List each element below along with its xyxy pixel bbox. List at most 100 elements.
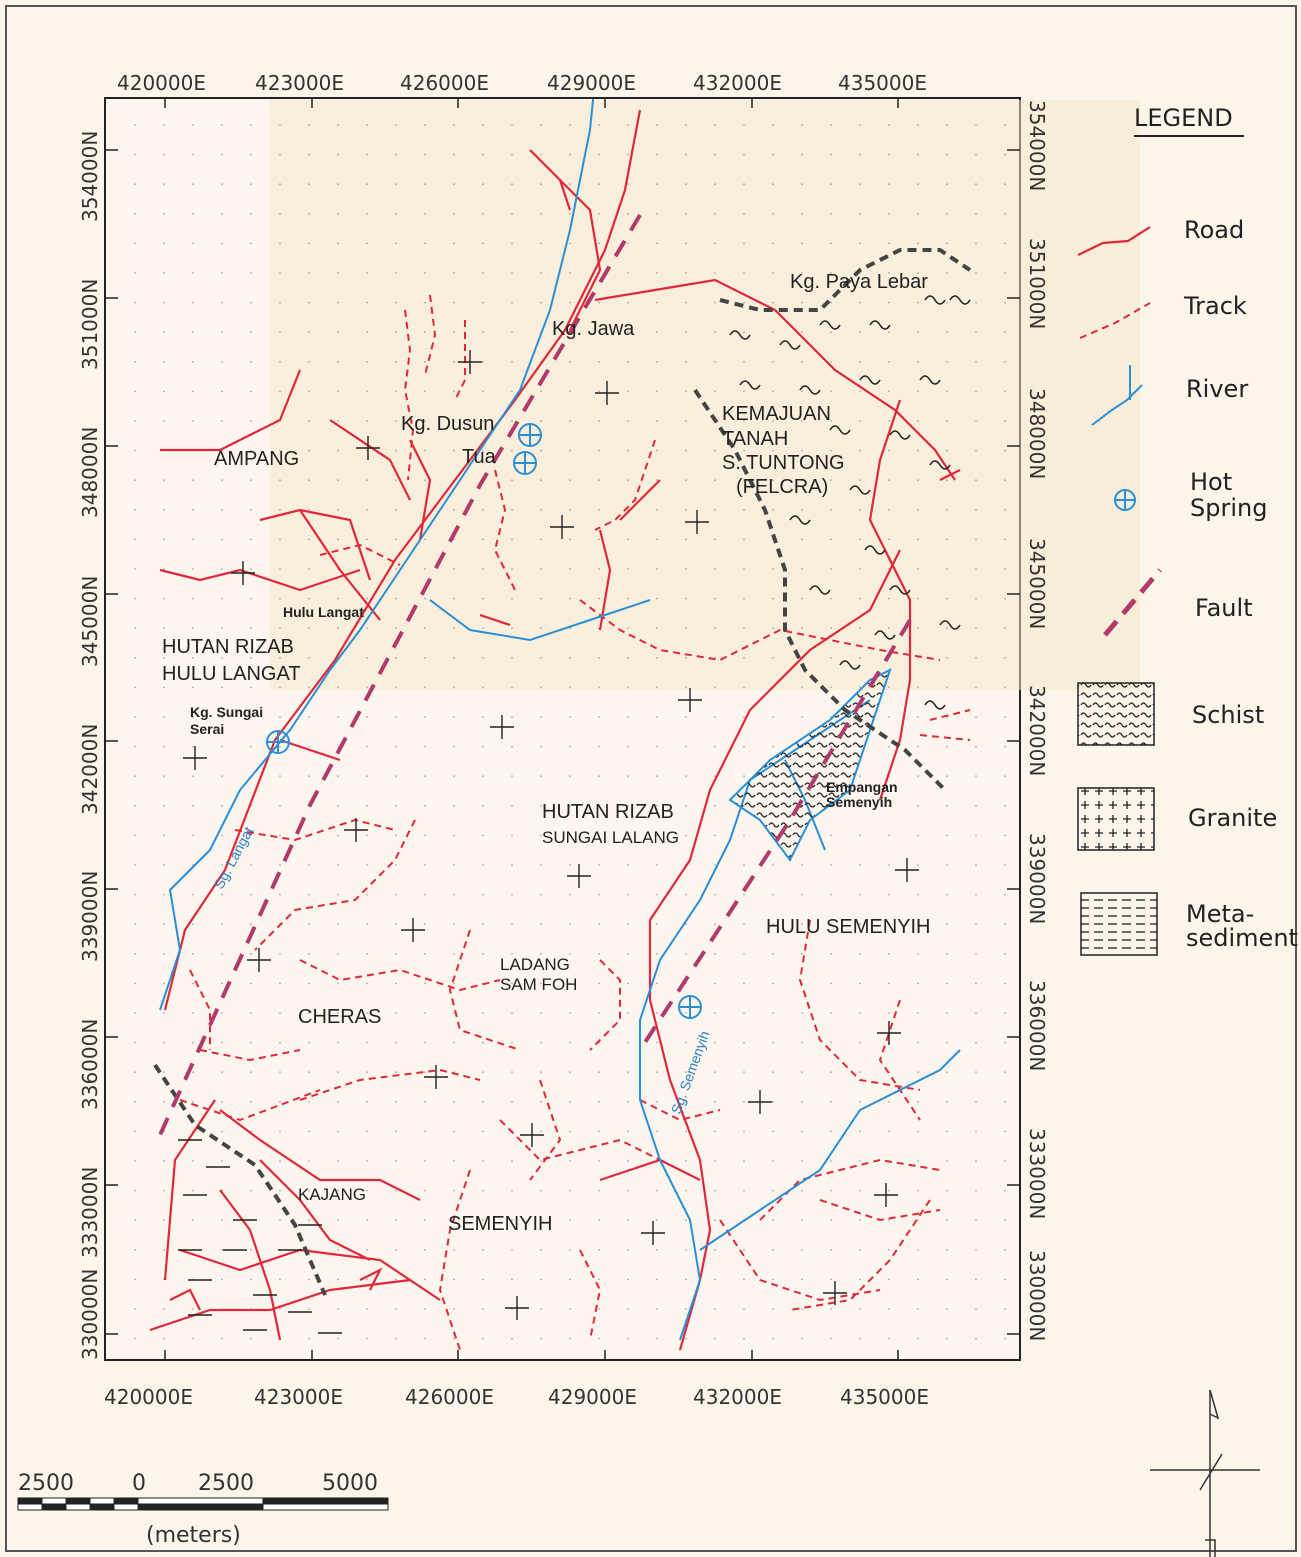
label-sungai-lalang: SUNGAI LALANG bbox=[542, 828, 679, 847]
scale-unit: (meters) bbox=[146, 1523, 241, 1548]
roads bbox=[149, 109, 961, 1351]
road-path bbox=[159, 568, 361, 592]
easting-bottom-2: 423000E bbox=[254, 1385, 343, 1409]
northing-left-2: 351000N bbox=[78, 279, 102, 370]
northing-left-9: 330000N bbox=[78, 1269, 102, 1360]
north-arrow-icon bbox=[1150, 1389, 1260, 1557]
scale-bar-blocks bbox=[17, 1497, 389, 1511]
road-path bbox=[259, 1159, 371, 1261]
hot-springs bbox=[266, 423, 702, 1019]
legend-hot-spring-icon bbox=[1114, 489, 1136, 511]
hot-spring-icon bbox=[513, 451, 537, 475]
track-path bbox=[424, 294, 437, 376]
easting-bottom-3: 426000E bbox=[405, 1385, 494, 1409]
label-kajang: KAJANG bbox=[298, 1185, 366, 1204]
label-hulu-langat: HULU LANGAT bbox=[162, 663, 301, 685]
grid-ticks bbox=[105, 98, 1020, 1360]
easting-bottom-1: 420000E bbox=[104, 1385, 193, 1409]
label-empangan: Empangan bbox=[826, 779, 898, 795]
track-path bbox=[403, 309, 415, 481]
northing-right-7: 336000N bbox=[1025, 980, 1049, 1071]
place-labels: Kg. Paya Lebar Kg. Jawa Kg. Dusun Tua AM… bbox=[162, 271, 930, 1235]
road-path bbox=[279, 738, 341, 762]
legend-track-label: Track bbox=[1183, 292, 1247, 320]
hot-spring-icon bbox=[678, 995, 702, 1019]
label-ampang: AMPANG bbox=[214, 448, 299, 470]
fault-path bbox=[158, 213, 642, 1136]
boundary-path bbox=[153, 1063, 327, 1296]
legend-sediment-label: sediment bbox=[1186, 924, 1298, 952]
label-cheras: CHERAS bbox=[298, 1006, 381, 1028]
road-path bbox=[163, 1099, 216, 1281]
legend-fault-symbol bbox=[1103, 568, 1162, 637]
label-kg-sungai: Kg. Sungai bbox=[190, 704, 263, 720]
label-serai: Serai bbox=[190, 721, 224, 737]
road-path bbox=[329, 419, 411, 501]
track-path bbox=[759, 1158, 941, 1221]
river-sg-langat bbox=[159, 99, 595, 1011]
tracks bbox=[179, 294, 971, 1351]
easting-bottom-6: 435000E bbox=[840, 1385, 929, 1409]
easting-top-3: 426000E bbox=[400, 71, 489, 95]
northing-left-1: 354000N bbox=[78, 131, 102, 222]
scale-label-0: 0 bbox=[132, 1471, 146, 1496]
northing-right-4: 345000N bbox=[1025, 538, 1049, 629]
rivers bbox=[159, 99, 961, 1341]
northing-left-8: 333000N bbox=[78, 1167, 102, 1258]
legend-road-symbol bbox=[1077, 226, 1151, 256]
track-path bbox=[234, 818, 396, 842]
legend-hot-label: Hot bbox=[1190, 468, 1232, 496]
legend-track-symbol bbox=[1079, 302, 1151, 339]
track-path bbox=[493, 469, 516, 591]
label-kg-paya-lebar: Kg. Paya Lebar bbox=[790, 271, 928, 293]
northing-right-1: 354000N bbox=[1025, 100, 1049, 191]
track-path bbox=[919, 734, 971, 741]
granite-symbols bbox=[183, 350, 919, 1320]
label-semenyih: SEMENYIH bbox=[448, 1213, 552, 1235]
road-path bbox=[939, 469, 961, 481]
empangan-semenyih-reservoir bbox=[728, 668, 892, 862]
northing-right-3: 348000N bbox=[1025, 388, 1049, 479]
label-hutan-rizab-2: HUTAN RIZAB bbox=[542, 801, 674, 823]
road-path bbox=[868, 399, 912, 801]
legend-road-label: Road bbox=[1184, 216, 1244, 244]
road-path bbox=[160, 369, 302, 452]
fault-path bbox=[638, 618, 912, 1052]
label-tanah: TANAH bbox=[722, 428, 788, 450]
legend-spring-label: Spring bbox=[1190, 494, 1267, 522]
road-path bbox=[299, 509, 381, 621]
legend-granite-symbol bbox=[1077, 787, 1155, 851]
legend-river-symbol bbox=[1091, 365, 1143, 426]
easting-top-5: 432000E bbox=[693, 71, 782, 95]
road-path bbox=[259, 508, 372, 581]
label-kg-dusun: Kg. Dusun bbox=[401, 413, 494, 435]
track-path bbox=[589, 959, 621, 1051]
outer-frame bbox=[5, 5, 1297, 1552]
track-path bbox=[454, 320, 466, 401]
track-path bbox=[529, 1079, 562, 1181]
legend-schist-label: Schist bbox=[1192, 701, 1264, 729]
track-path bbox=[798, 919, 921, 1091]
river-path bbox=[429, 599, 651, 642]
track-path bbox=[499, 1119, 661, 1162]
northing-left-6: 339000N bbox=[78, 871, 102, 962]
faults bbox=[158, 213, 912, 1136]
geological-boundaries bbox=[153, 248, 972, 1296]
coordinate-labels: 420000E 423000E 426000E 429000E 432000E … bbox=[78, 71, 1049, 1409]
easting-top-2: 423000E bbox=[255, 71, 344, 95]
label-s-tuntong: S. TUNTONG bbox=[722, 452, 845, 474]
scale-label-5000: 5000 bbox=[322, 1471, 378, 1496]
label-felcra: (FELCRA) bbox=[736, 476, 828, 498]
track-path bbox=[639, 1099, 721, 1122]
track-path bbox=[579, 599, 941, 662]
track-path bbox=[579, 1249, 602, 1341]
hot-spring-icon bbox=[266, 730, 290, 754]
legend: LEGEND Road Track River Hot Spring Fault… bbox=[1077, 104, 1298, 956]
northing-right-2: 351000N bbox=[1025, 238, 1049, 329]
northing-left-3: 348000N bbox=[78, 427, 102, 518]
road-path bbox=[558, 179, 572, 211]
track-path bbox=[189, 969, 211, 1050]
background-tint bbox=[270, 100, 1140, 690]
road-path bbox=[409, 439, 432, 541]
easting-top-1: 420000E bbox=[117, 71, 206, 95]
